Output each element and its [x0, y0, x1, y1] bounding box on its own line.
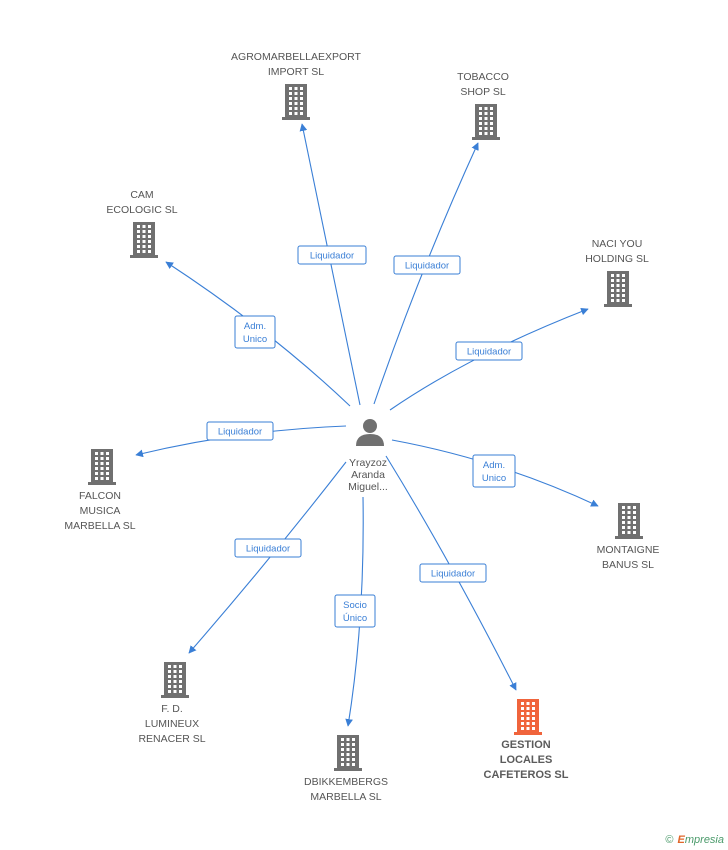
company-name-falcon[interactable]: FALCON MUSICA MARBELLA SL	[64, 490, 136, 532]
building-icon[interactable]	[332, 735, 364, 776]
brand-logo-initial: E	[677, 834, 685, 846]
building-icon[interactable]	[512, 699, 544, 740]
role-label: Liquidador	[405, 261, 449, 272]
role-label: Liquidador	[431, 569, 475, 580]
building-icon[interactable]	[602, 271, 634, 312]
edge-lumineux	[188, 461, 347, 654]
person-name[interactable]: Yrayzoz Aranda Miguel...	[348, 457, 388, 493]
brand-footer[interactable]: ©Empresia	[665, 834, 724, 846]
company-name-tobacco[interactable]: TOBACCO SHOP SL	[457, 71, 509, 98]
company-name-lumineux[interactable]: F. D. LUMINEUX RENACER SL	[138, 703, 206, 745]
role-label: Adm.Unico	[482, 460, 506, 484]
role-badge-gestion: Liquidador	[419, 563, 487, 583]
building-icon[interactable]	[128, 222, 160, 263]
company-name-naci[interactable]: NACI YOU HOLDING SL	[585, 238, 649, 265]
company-name-gestion[interactable]: GESTION LOCALES CAFETEROS SL	[483, 739, 569, 781]
role-label: Liquidador	[310, 251, 354, 262]
role-badge-agromarbella: Liquidador	[297, 245, 367, 265]
building-icon[interactable]	[159, 662, 191, 703]
person-icon[interactable]	[355, 418, 385, 451]
copyright-symbol: ©	[665, 834, 674, 846]
role-badge-lumineux: Liquidador	[234, 538, 302, 558]
role-label: Liquidador	[218, 427, 262, 438]
role-badge-falcon: Liquidador	[206, 421, 274, 441]
role-badge-cam: Adm.Unico	[234, 315, 276, 349]
role-label: Liquidador	[246, 544, 290, 555]
company-name-dbikkembergs[interactable]: DBIKKEMBERGS MARBELLA SL	[303, 776, 389, 803]
building-icon[interactable]	[280, 84, 312, 125]
brand-name: mpresia	[684, 834, 724, 846]
role-badge-naci: Liquidador	[455, 341, 523, 361]
company-name-montaigne[interactable]: MONTAIGNE BANUS SL	[596, 544, 660, 571]
building-icon[interactable]	[470, 104, 502, 145]
building-icon[interactable]	[613, 503, 645, 544]
role-label: Adm.Unico	[243, 321, 267, 345]
company-name-agromarbella[interactable]: AGROMARBELLAEXPORT IMPORT SL	[231, 51, 361, 78]
company-name-cam[interactable]: CAM ECOLOGIC SL	[106, 189, 178, 216]
role-badge-montaigne: Adm.Unico	[472, 454, 516, 488]
role-label: Liquidador	[467, 347, 511, 358]
role-badge-tobacco: Liquidador	[393, 255, 461, 275]
building-icon[interactable]	[86, 449, 118, 490]
